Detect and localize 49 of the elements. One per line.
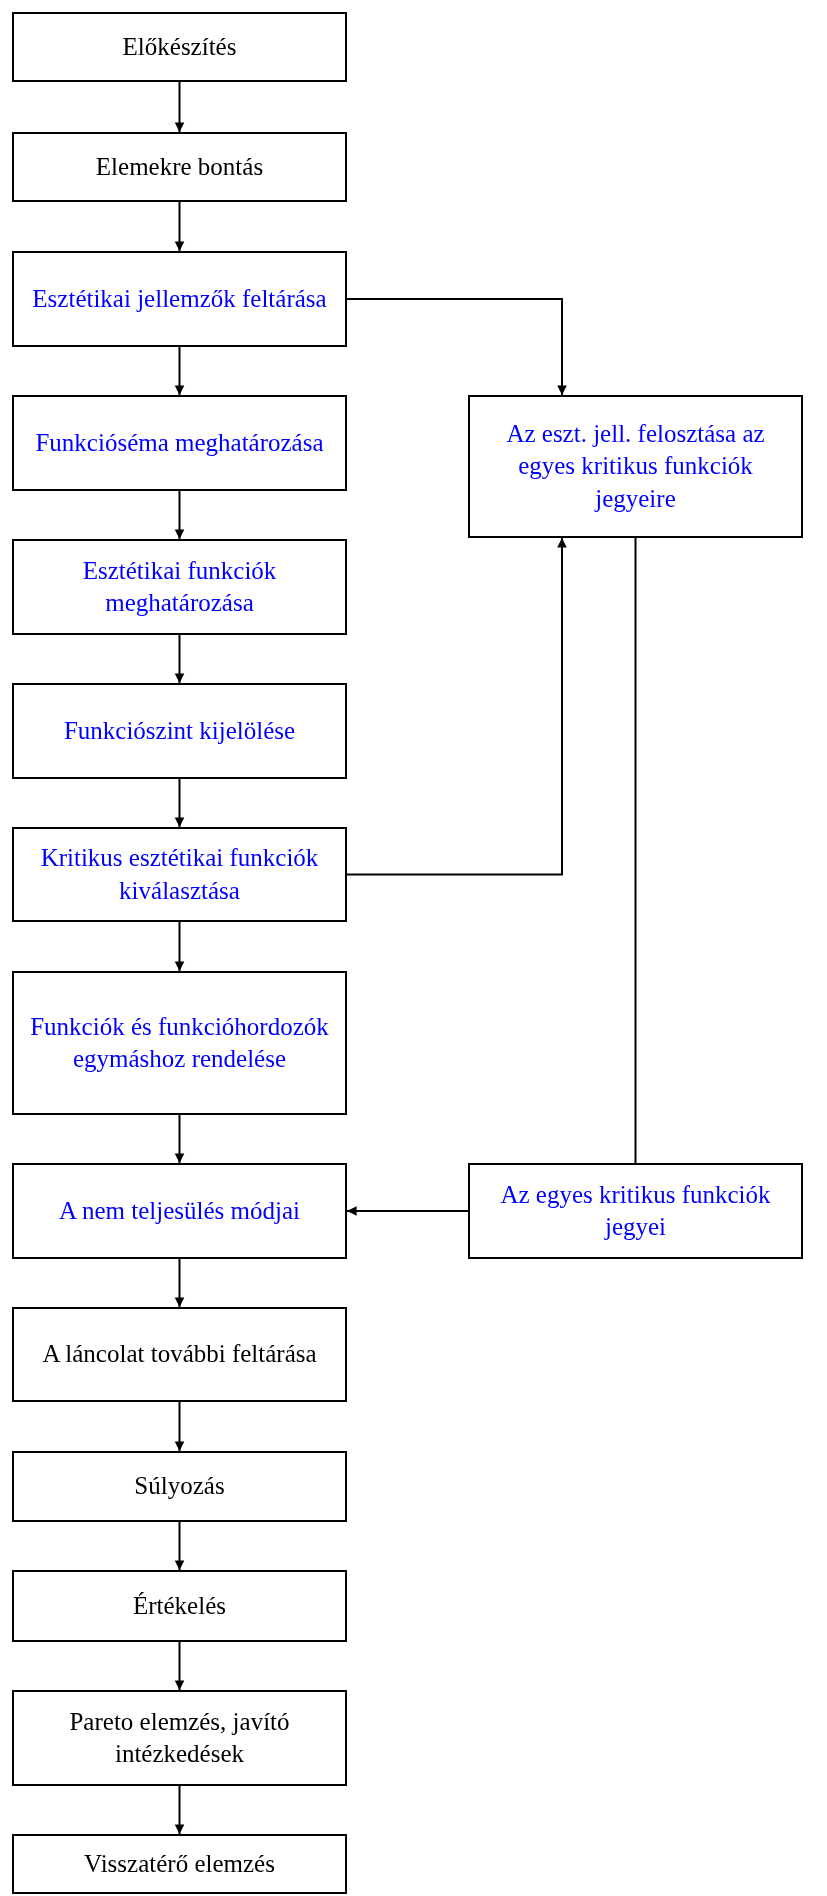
process-box [12, 539, 347, 635]
arrow [174, 1521, 185, 1571]
process-box [12, 1163, 347, 1259]
box-label: Előkészítés [122, 31, 237, 62]
process-box [12, 132, 347, 202]
box-label: Visszatérő elemzés [84, 1848, 275, 1879]
arrow [174, 634, 185, 684]
arrow [346, 1206, 469, 1216]
box-label: Súlyozás [134, 1471, 225, 1502]
process-box [12, 1834, 347, 1894]
arrow [174, 346, 185, 396]
process-box [12, 1690, 347, 1786]
box-label: Funkcióséma meghatározása [35, 427, 324, 458]
box-label: Kritikus esztétikai funkciók kiválasztása [39, 843, 320, 906]
box-label: Funkciók és funkcióhordozók egymáshoz rendelése [29, 1011, 330, 1074]
arrow [174, 81, 185, 133]
arrow [174, 921, 185, 972]
box-label: Értékelés [133, 1590, 226, 1621]
process-box [468, 1163, 803, 1259]
arrow [174, 1114, 185, 1164]
box-label: Elemekre bontás [95, 151, 264, 182]
process-box [12, 1451, 347, 1522]
process-box [12, 395, 347, 491]
process-box [12, 12, 347, 82]
process-box [12, 827, 347, 922]
box-label: Az egyes kritikus funkciók jegyei [499, 1179, 772, 1242]
process-box [12, 1307, 347, 1402]
arrow [174, 201, 185, 252]
connector-line [634, 537, 637, 1164]
process-box [12, 251, 347, 347]
process-box [468, 395, 803, 538]
box-label: Pareto elemzés, javító intézkedések [68, 1706, 291, 1769]
box-label: Esztétikai jellemzők feltárása [32, 283, 327, 314]
arrow [174, 490, 185, 540]
box-label: Funkciószint kijelölése [63, 715, 296, 746]
box-label: Az eszt. jell. felosztása az egyes kritikus funkciók jegyeire [505, 418, 766, 514]
arrow [174, 1258, 185, 1308]
box-label: A nem teljesülés módjai [59, 1195, 300, 1226]
box-label: Esztétikai funkciók meghatározása [81, 555, 278, 618]
arrow [346, 537, 567, 876]
process-box [12, 683, 347, 779]
box-label: A láncolat további feltárása [42, 1339, 317, 1370]
process-box [12, 1570, 347, 1642]
arrow [346, 298, 567, 396]
arrow [174, 1785, 185, 1835]
arrow [174, 778, 185, 828]
process-box [12, 971, 347, 1115]
arrow [174, 1641, 185, 1691]
arrow [174, 1401, 185, 1452]
